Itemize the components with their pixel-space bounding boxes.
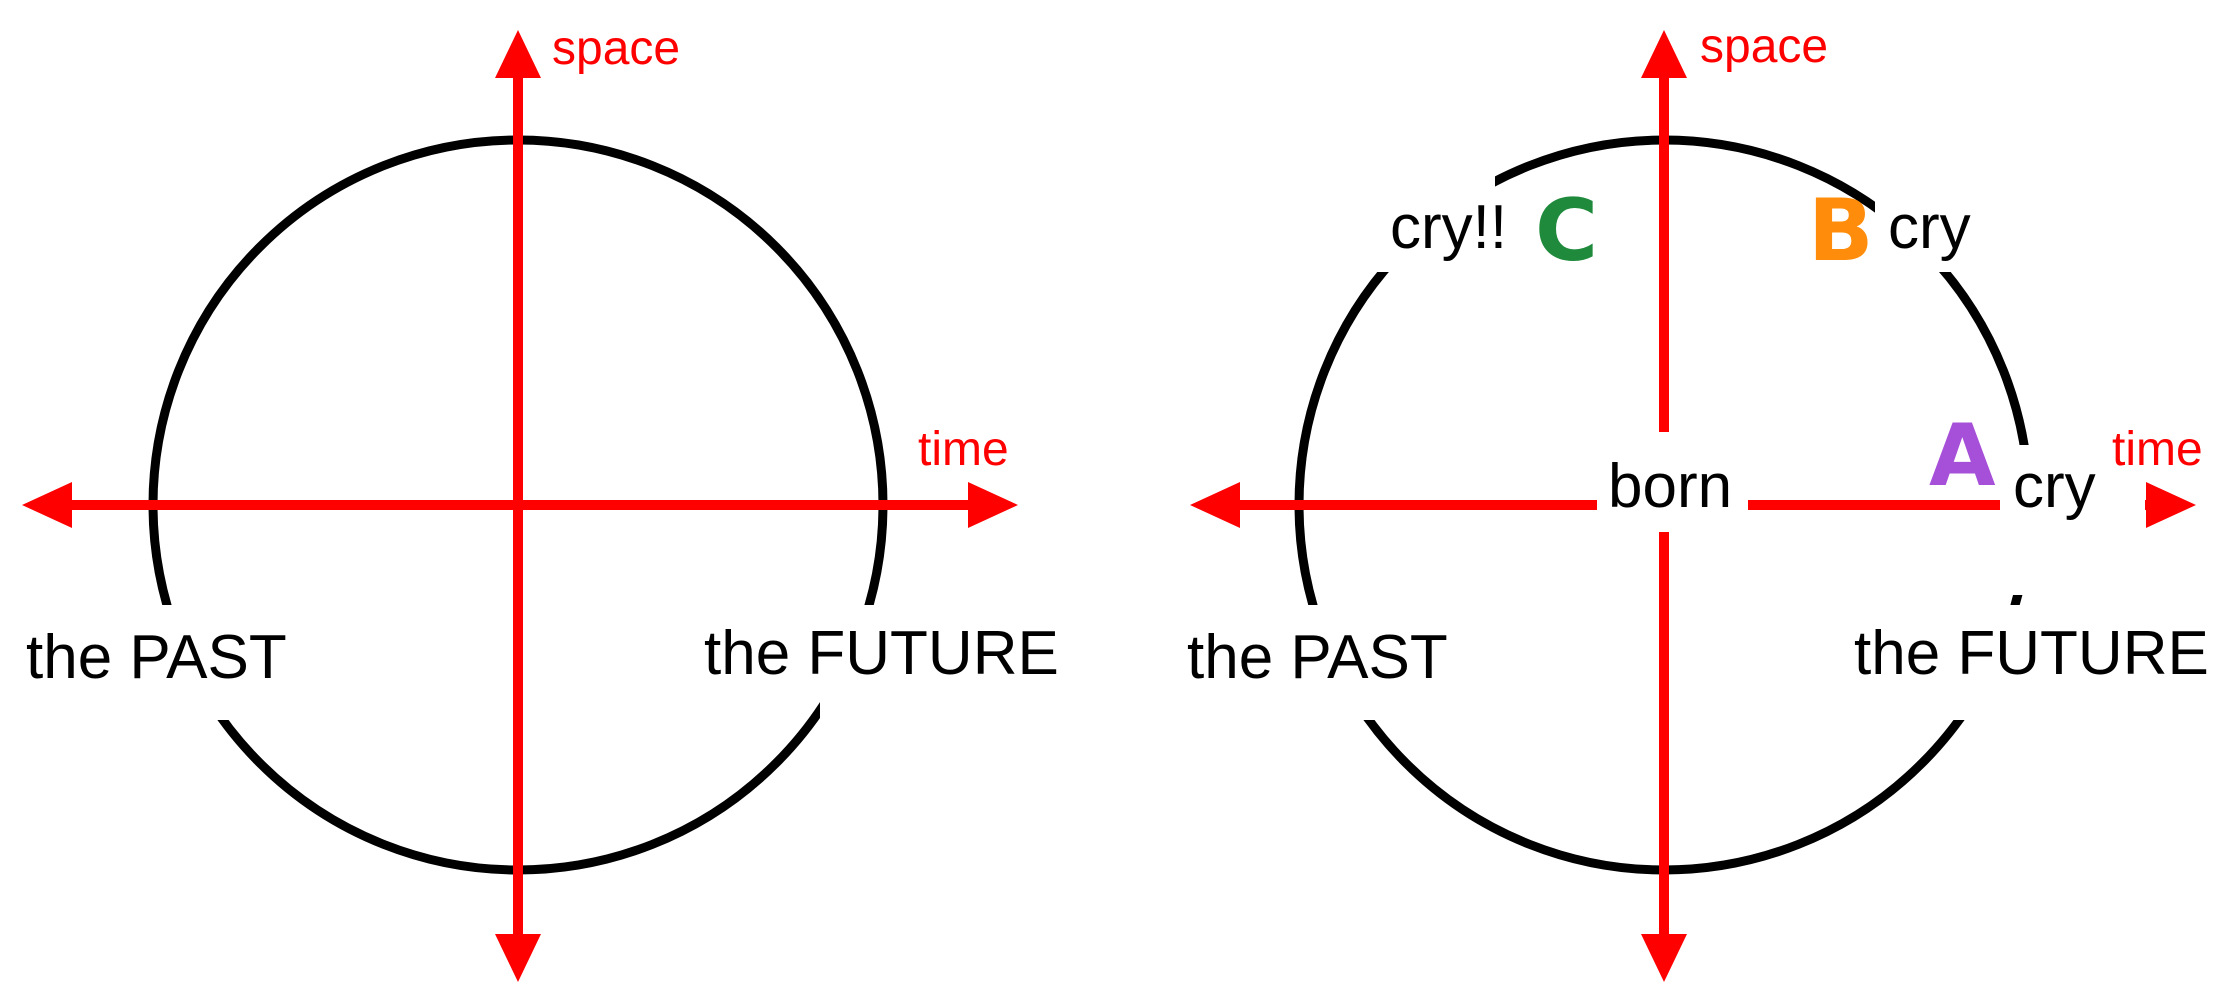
- right-time-arrow-left: [1190, 482, 1240, 528]
- point-b-letter: B: [1808, 181, 1874, 281]
- left-space-arrow-up: [495, 30, 541, 78]
- right-space-arrow-down: [1641, 934, 1687, 982]
- right-space-arrow-up: [1641, 30, 1687, 78]
- left-panel: space time the PAST the FUTURE: [22, 22, 1059, 982]
- point-b-event: cry: [1888, 193, 1971, 262]
- left-past-label: the PAST: [26, 623, 287, 692]
- left-future-label: the FUTURE: [704, 619, 1059, 688]
- point-a-event: cry: [2013, 452, 2096, 521]
- left-time-arrow-left: [22, 482, 72, 528]
- right-future-label: the FUTURE: [1854, 619, 2209, 688]
- right-time-label: time: [2112, 423, 2203, 476]
- origin-born-label: born: [1608, 452, 1732, 521]
- left-time-label: time: [918, 423, 1009, 476]
- right-past-label: the PAST: [1187, 623, 1448, 692]
- point-c-letter: C: [1535, 181, 1598, 281]
- right-space-label: space: [1700, 20, 1828, 73]
- left-time-arrow-right: [968, 482, 1018, 528]
- right-time-arrow-right: [2146, 482, 2196, 528]
- point-a-letter: A: [1929, 406, 1996, 506]
- point-c-event: cry!!: [1390, 193, 1507, 262]
- left-space-arrow-down: [495, 934, 541, 982]
- left-space-label: space: [552, 22, 680, 75]
- right-panel: space time the PAST the FUTURE born A cr…: [1187, 20, 2209, 982]
